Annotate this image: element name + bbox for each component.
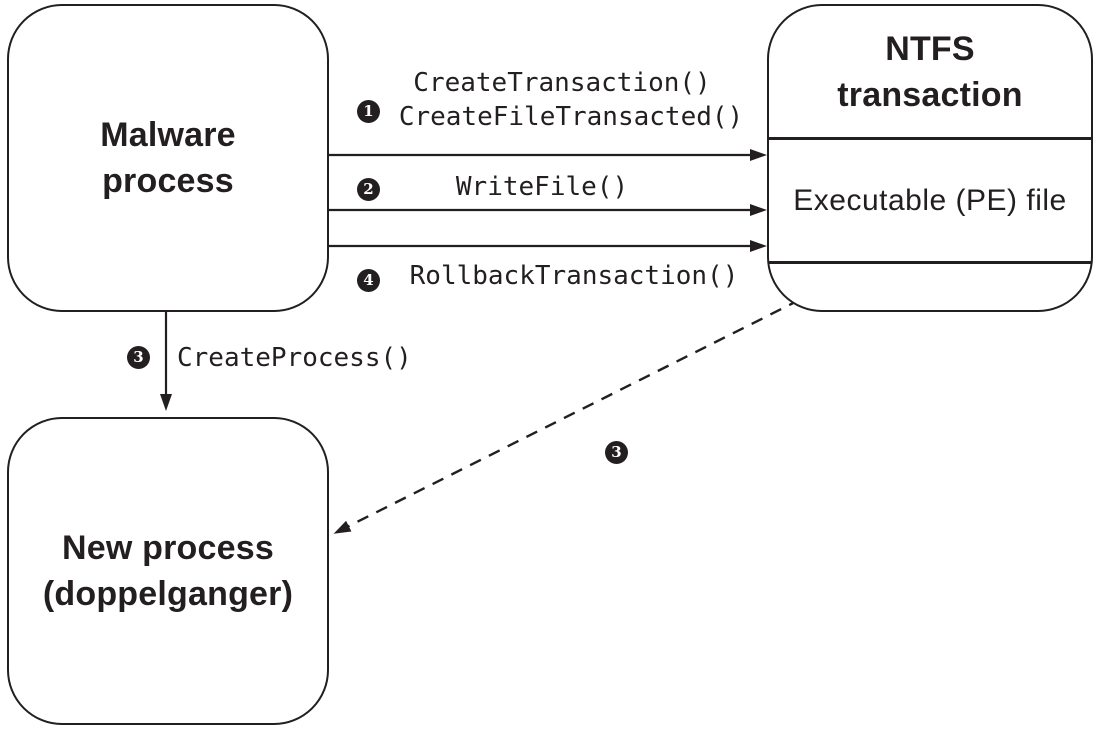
step-2-badge: 2 <box>357 178 380 201</box>
ntfs-bottom-section <box>769 264 1091 310</box>
step-3-badge-create-process: 3 <box>127 346 150 369</box>
step-1-badge: 1 <box>357 100 380 123</box>
new-process-title: New process (doppelganger) <box>42 529 294 613</box>
create-process-label: CreateProcess() <box>177 343 412 373</box>
create-file-transacted-label: CreateFileTransacted() <box>398 102 744 132</box>
write-file-label: WriteFile() <box>455 172 629 202</box>
step-3-badge-dashed: 3 <box>605 441 628 464</box>
ntfs-transaction-header: NTFS transaction <box>769 6 1091 137</box>
ntfs-transaction-box: NTFS transaction Executable (PE) file <box>767 4 1093 312</box>
create-transaction-label: CreateTransaction() <box>413 68 711 98</box>
malware-process-title: Malware process <box>100 116 236 200</box>
rollback-transaction-label: RollbackTransaction() <box>409 261 739 291</box>
executable-pe-file-label: Executable (PE) file <box>793 183 1067 217</box>
executable-pe-file-section: Executable (PE) file <box>769 137 1091 264</box>
step-4-badge: 4 <box>357 269 380 292</box>
ntfs-transaction-title: NTFS transaction <box>837 29 1023 114</box>
malware-process-box: Malware process <box>7 4 329 312</box>
new-process-box: New process (doppelganger) <box>7 417 329 725</box>
